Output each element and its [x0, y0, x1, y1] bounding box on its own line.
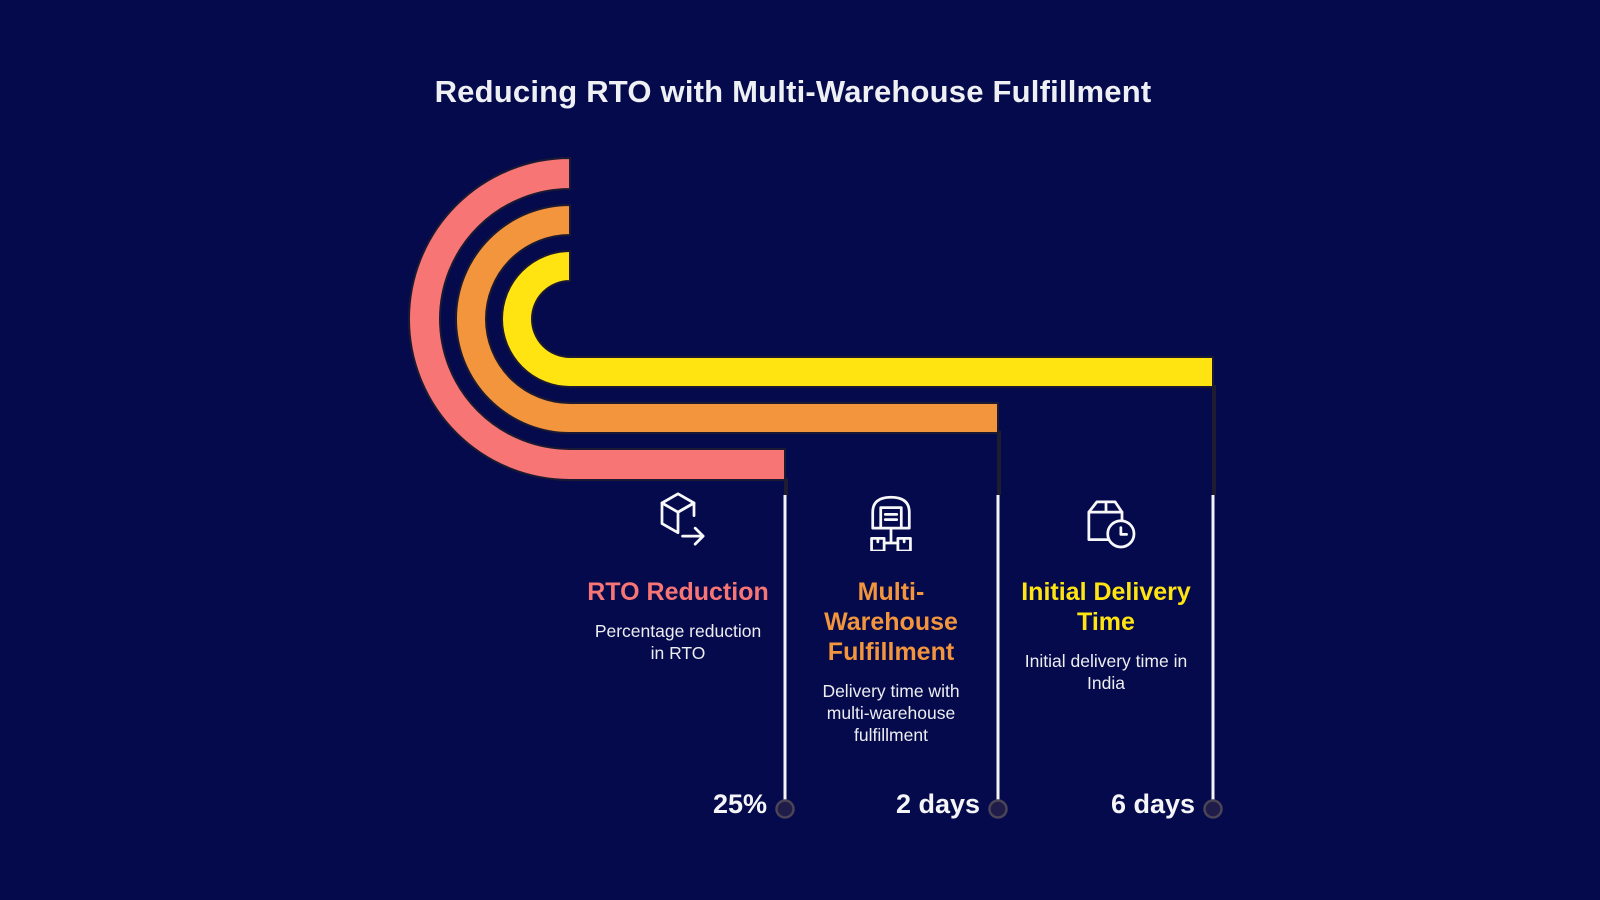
ring-rto-reduction	[408, 157, 786, 481]
chart-title: Reducing RTO with Multi-Warehouse Fulfil…	[434, 74, 1152, 109]
category-description: Delivery time with multi-warehouse fulfi…	[822, 681, 960, 745]
package-export-icon	[660, 492, 705, 546]
category-value: 25%	[712, 789, 767, 819]
category-description: Initial delivery time in India	[1024, 651, 1188, 693]
column-multi-warehouse: Multi-Warehouse Fulfillment Delivery tim…	[784, 487, 998, 827]
package-clock-icon	[1087, 500, 1136, 549]
category-title: Multi-Warehouse Fulfillment	[824, 578, 958, 666]
warehouse-distribution-icon	[870, 495, 912, 551]
end-dot-delivery	[1203, 799, 1223, 819]
end-dot-warehouse	[988, 799, 1008, 819]
category-title: Initial Delivery Time	[1021, 578, 1191, 636]
category-value: 6 days	[1110, 789, 1195, 819]
column-initial-delivery: Initial Delivery Time Initial delivery t…	[999, 487, 1213, 827]
category-description: Percentage reduction in RTO	[594, 621, 762, 663]
ring-multi-warehouse	[455, 204, 999, 434]
end-dot-rto	[775, 799, 795, 819]
category-title: RTO Reduction	[587, 578, 769, 606]
column-rto-reduction: RTO Reduction Percentage reduction in RT…	[571, 487, 785, 827]
ring-initial-delivery	[501, 250, 1214, 388]
category-value: 2 days	[895, 789, 980, 819]
